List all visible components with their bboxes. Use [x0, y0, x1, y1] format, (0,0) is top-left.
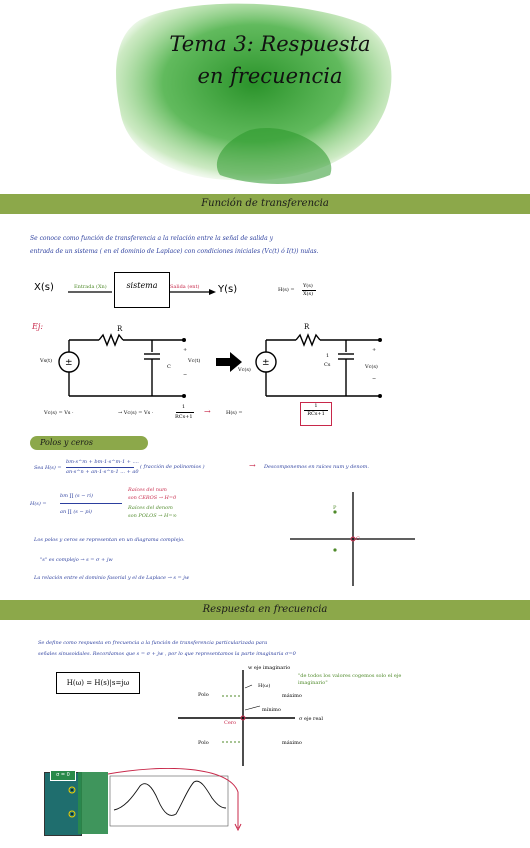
sistema-box: sistema: [114, 272, 170, 308]
equation-row: Vc(s) = Vs · → Vc(s) = Vs · 1 RCs+1 → H(…: [44, 402, 384, 434]
source-symbol-1: ±: [65, 358, 73, 368]
frac-den: an·s^n + an-1·s^n-1 ... + a0: [66, 469, 139, 475]
eq-mid: → Vc(s) = Vs ·: [118, 410, 154, 416]
intro-line-2: entrada de un sistema ( en el dominio de…: [30, 248, 319, 255]
ceros-label: son CEROS → H=0: [128, 495, 177, 501]
decomp-arrow: →: [249, 461, 256, 470]
ej-label: Ej:: [32, 322, 44, 331]
h-formula-label: H(s) =: [278, 287, 295, 293]
plano-line: Los polos y ceros se representan en un d…: [34, 537, 185, 543]
x-label: X(s): [34, 282, 54, 293]
block-diagram: X(s) Entrada (Xn) sistema Salida (ent) Y…: [30, 270, 330, 315]
circuit-right: [255, 333, 380, 397]
source-symbol-2: ±: [262, 358, 270, 368]
eq-frac-num: 1: [182, 404, 186, 410]
frac-note: ( fracción de polinomios ): [140, 464, 205, 470]
eq-left: Vc(s) = Vs ·: [44, 410, 74, 416]
eq-h: H(s) =: [226, 410, 243, 416]
section-banner-transferencia: Función de transferencia: [0, 194, 530, 214]
raices-num: Raíces del num: [128, 487, 167, 493]
h-den: X(s): [303, 291, 314, 297]
def-line-1: Se define como respuesta en frecuencia a…: [38, 640, 268, 646]
surface-highlight: [78, 772, 108, 834]
def-paragraph: Se define como respuesta en frecuencia a…: [38, 640, 498, 658]
complex-plane: [290, 492, 415, 586]
intro-paragraph: Se conoce como función de transferencia …: [30, 234, 510, 256]
polos-block: Sea H(s) = bm·s^m + bm-1·s^m-1 + .... an…: [30, 457, 454, 597]
frac-line: [66, 467, 134, 468]
circuit-left: [58, 333, 184, 397]
header-watercolor: [100, 0, 400, 190]
eq-result-box: 1 RCs+1: [300, 402, 332, 426]
eq-fracline: [176, 412, 194, 413]
frac-num: bm·s^m + bm-1·s^m-1 + ....: [66, 459, 139, 465]
sea-label: Sea H(s) =: [34, 465, 62, 471]
relacion: La relación entre el dominio fasorial y …: [34, 575, 190, 581]
response-plot: [68, 768, 242, 832]
section-banner-respuesta: Respuesta en frecuencia: [0, 600, 530, 620]
jw-axis-diagram: [178, 670, 295, 766]
hs-label: H(s) =: [30, 501, 47, 507]
entrada-label: Entrada (Xn): [74, 284, 107, 290]
sigma-label: σ = 0: [56, 772, 70, 778]
output-arrow: [169, 289, 216, 295]
eq-result-num: 1: [314, 403, 318, 409]
h-fracline: [302, 290, 316, 291]
hw-box: H(ω) = H(s)|s=jω: [56, 672, 140, 694]
title-line-2: en frecuencia: [197, 64, 343, 88]
polos-label: son POLOS → H=∞: [128, 513, 177, 519]
banner-title-2: Respuesta en frecuencia: [202, 604, 328, 615]
h-num: Y(s): [303, 283, 313, 289]
transform-arrow: [216, 352, 242, 372]
polos-ceros-label: Polos y ceros: [40, 438, 93, 447]
salida-label: Salida (ent): [170, 284, 200, 290]
raices-den: Raíces del denom: [128, 505, 173, 511]
pole-label: P: [333, 505, 337, 511]
def-line-2: señales sinusoidales. Recordamos que s =…: [38, 651, 296, 657]
intro-line-1: Se conoce como función de transferencia …: [30, 235, 273, 242]
polos-ceros-pill: Polos y ceros: [30, 436, 148, 450]
circuit-diagrams: ± ±: [58, 333, 382, 398]
eq-result-line: [304, 410, 328, 411]
page-title: Tema 3: Respuesta en frecuencia: [140, 30, 400, 90]
bottom-figure: σ = 0: [44, 768, 242, 836]
decomp-text: Descomponemos en raíces num y denom.: [264, 464, 369, 470]
prod-bot: an ∏ (s − pi): [60, 509, 92, 515]
hw-box-text: H(ω) = H(s)|s=jω: [66, 679, 130, 687]
banner-title: Función de transferencia: [201, 198, 329, 209]
eq-result-den: RCs+1: [307, 411, 325, 417]
eq-frac-den: RCs+1: [175, 414, 193, 420]
title-line-1: Tema 3: Respuesta: [169, 32, 371, 56]
y-label: Y(s): [218, 284, 238, 295]
sigma-badge: σ = 0: [50, 770, 76, 781]
eq-arrow: →: [204, 407, 211, 416]
prod-top: bm ∏ (s − ri): [60, 493, 93, 499]
s-complejo: "s" es complejo → s = σ + jw: [40, 557, 113, 563]
sistema-label: sistema: [126, 281, 158, 290]
prod-line: [60, 503, 122, 504]
input-arrow: [68, 291, 112, 293]
zero-label: C: [356, 536, 360, 542]
